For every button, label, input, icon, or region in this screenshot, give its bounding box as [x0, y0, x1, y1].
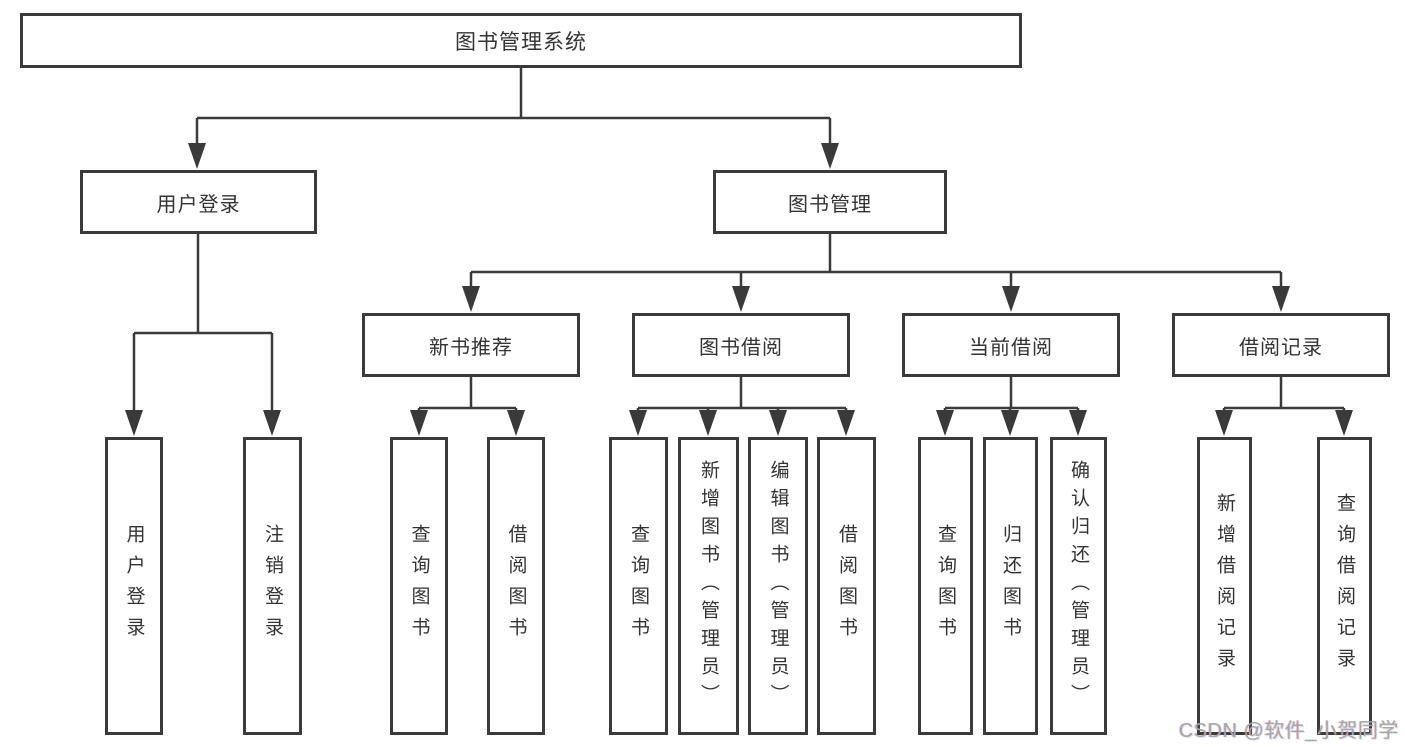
node-label: 借阅记录: [1239, 336, 1323, 359]
connector-borrowing-leaves: [636, 377, 848, 412]
node-label: 查询借阅记录: [1334, 493, 1355, 679]
node-label: 确认归还（管理员）: [1068, 460, 1089, 712]
leaf-borrow-books-borrowing: 借阅图书: [817, 437, 876, 735]
node-label: 新增借阅记录: [1214, 493, 1235, 679]
leaf-user-login: 用户登录: [105, 437, 163, 735]
node-label: 编辑图书（管理员）: [767, 460, 789, 712]
leaf-edit-book-admin: 编辑图书（管理员）: [748, 437, 808, 735]
node-label: 当前借阅: [969, 336, 1053, 359]
node-new-book-recommendation: 新书推荐: [362, 313, 580, 377]
node-borrowing-records: 借阅记录: [1172, 313, 1390, 377]
connector-root-to-level2: [195, 68, 832, 145]
node-label: 图书管理: [788, 193, 872, 216]
leaf-query-borrow-record: 查询借阅记录: [1317, 437, 1372, 735]
arrowheads-level3: [462, 286, 1290, 312]
node-root-library-system: 图书管理系统: [20, 13, 1022, 68]
leaf-logout-login: 注销登录: [243, 437, 302, 735]
leaf-borrow-books-recommend: 借阅图书: [487, 437, 545, 735]
leaf-return-books: 归还图书: [983, 437, 1038, 735]
node-label: 查询图书: [628, 524, 649, 648]
leaf-add-borrow-record: 新增借阅记录: [1197, 437, 1252, 735]
node-label: 借阅图书: [836, 524, 857, 648]
node-label: 查询图书: [935, 524, 956, 648]
node-label: 查询图书: [408, 524, 430, 648]
node-label: 用户登录: [156, 193, 241, 216]
node-label: 图书管理系统: [455, 30, 587, 54]
leaf-add-book-admin: 新增图书（管理员）: [678, 437, 739, 735]
node-current-borrowing: 当前借阅: [902, 313, 1120, 377]
connector-user-login-branch: [132, 234, 274, 412]
node-label: 借阅图书: [505, 524, 527, 648]
node-label: 注销登录: [262, 524, 283, 648]
node-label: 归还图书: [1000, 524, 1021, 648]
leaf-confirm-return-admin: 确认归还（管理员）: [1050, 437, 1107, 735]
arrowheads-user-login-leaves: [125, 410, 281, 436]
node-label: 新书推荐: [429, 336, 513, 359]
node-label: 图书借阅: [699, 336, 783, 359]
connector-records-leaves: [1222, 377, 1346, 412]
node-label: 用户登录: [123, 524, 145, 648]
arrowheads-level2: [188, 143, 839, 169]
connector-current-leaves: [943, 377, 1080, 412]
leaf-query-books-recommend: 查询图书: [390, 437, 448, 735]
leaf-query-books-current: 查询图书: [918, 437, 973, 735]
node-book-management: 图书管理: [713, 170, 947, 234]
node-book-borrowing: 图书借阅: [632, 313, 850, 377]
connector-book-management-branch: [469, 234, 1283, 288]
node-user-login: 用户登录: [80, 170, 317, 234]
node-label: 新增图书（管理员）: [698, 460, 719, 712]
csdn-watermark: CSDN @软件_小贺同学: [1178, 720, 1399, 742]
connector-recommend-leaves: [417, 377, 518, 412]
arrowheads-leaves: [410, 410, 1353, 436]
leaf-query-books-borrowing: 查询图书: [609, 437, 668, 735]
